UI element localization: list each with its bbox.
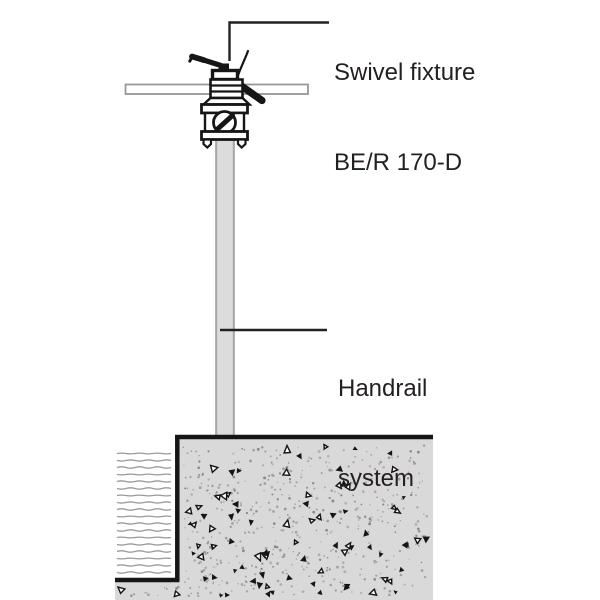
fixture-cap xyxy=(210,68,240,82)
fixture-label-line1: Swivel fixture xyxy=(334,59,476,86)
fixture-handle xyxy=(188,53,229,73)
concrete-foundation xyxy=(115,434,433,600)
water-surface xyxy=(116,452,172,574)
swivel-fixture xyxy=(188,49,266,150)
fixture-flare xyxy=(200,96,253,106)
handrail-post xyxy=(215,134,235,437)
handrail-label: Handrail system xyxy=(338,314,427,554)
fixture-label-line2: BE/R 170-D xyxy=(334,149,463,176)
fixture-clamp-body xyxy=(200,103,249,150)
leader-line-fixture xyxy=(228,21,329,61)
fixture-cylinder xyxy=(209,78,244,100)
fixture-label: Swivel fixture BE/R 170-D xyxy=(334,0,475,238)
concrete-texture xyxy=(117,443,430,598)
handrail-label-line2: system xyxy=(338,465,415,492)
handrail-label-line1: Handrail xyxy=(338,375,428,402)
